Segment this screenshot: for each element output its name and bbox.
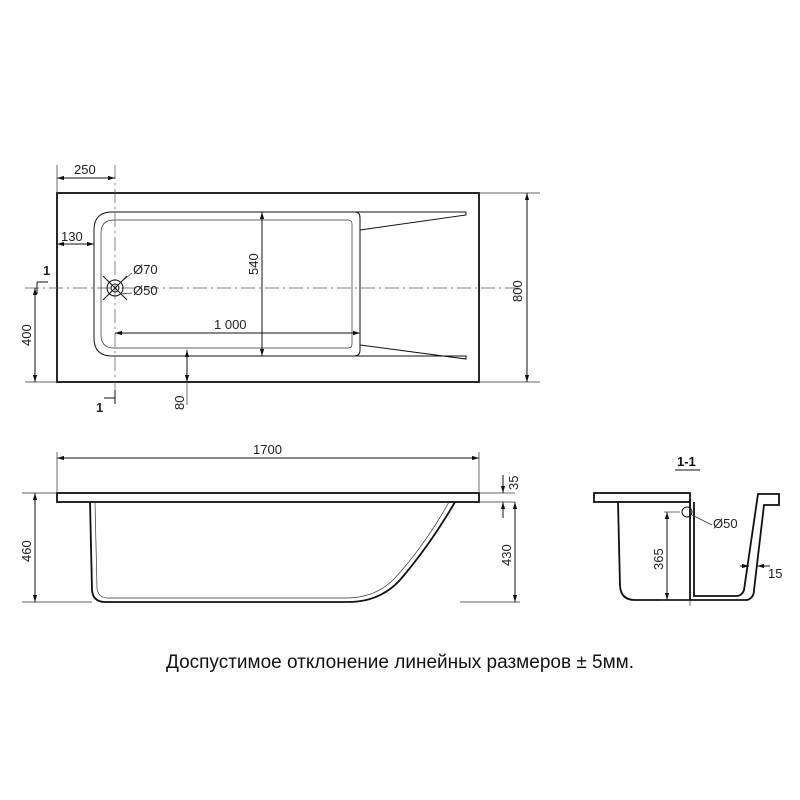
dim-1000-label: 1 000 <box>214 317 247 332</box>
dim-400-label: 400 <box>19 324 34 346</box>
drain-inner-circle <box>110 283 120 293</box>
tub-body-profile <box>89 501 456 603</box>
section-rim-left <box>593 492 691 503</box>
dim-15-label: 15 <box>768 566 782 581</box>
dim-35-label: 35 <box>506 476 521 490</box>
top-view: Ø70 Ø50 250 130 1 400 540 1 000 800 80 <box>19 162 540 415</box>
backrest-slope-bottom <box>354 344 467 360</box>
dim-800-label: 800 <box>510 280 525 302</box>
section-marker-top: 1 <box>43 263 50 278</box>
drain-50-label: Ø50 <box>133 283 158 298</box>
backrest-slope-top <box>355 211 467 231</box>
section-basin-profile <box>617 501 690 601</box>
section-title: 1-1 <box>677 454 696 469</box>
drain-70-label: Ø70 <box>133 262 158 277</box>
dim-1700-label: 1700 <box>253 442 282 457</box>
dim-250-label: 250 <box>74 162 96 177</box>
side-view: 1700 460 35 430 <box>19 442 521 603</box>
tub-body-inner <box>94 501 450 599</box>
bathtub-outline-top <box>56 192 480 383</box>
dim-460-label: 460 <box>19 540 34 562</box>
section-apron <box>689 493 780 601</box>
tolerance-note: Доспустимое отклонение линейных размеров… <box>165 652 634 673</box>
dim-430-label: 430 <box>499 544 514 566</box>
section-drain-50-label: Ø50 <box>713 516 738 531</box>
dim-130-label: 130 <box>61 229 83 244</box>
rim-profile <box>56 492 480 503</box>
drain-outer-circle <box>106 279 124 297</box>
dim-80-label: 80 <box>172 396 187 410</box>
section-marker-bottom: 1 <box>96 400 103 415</box>
dim-540-label: 540 <box>246 253 261 275</box>
section-view: 1-1 Ø50 365 15 <box>593 454 782 606</box>
bathtub-basin-inner <box>100 219 353 349</box>
section-drain-circle <box>681 506 693 518</box>
dim-365-label: 365 <box>651 548 666 570</box>
